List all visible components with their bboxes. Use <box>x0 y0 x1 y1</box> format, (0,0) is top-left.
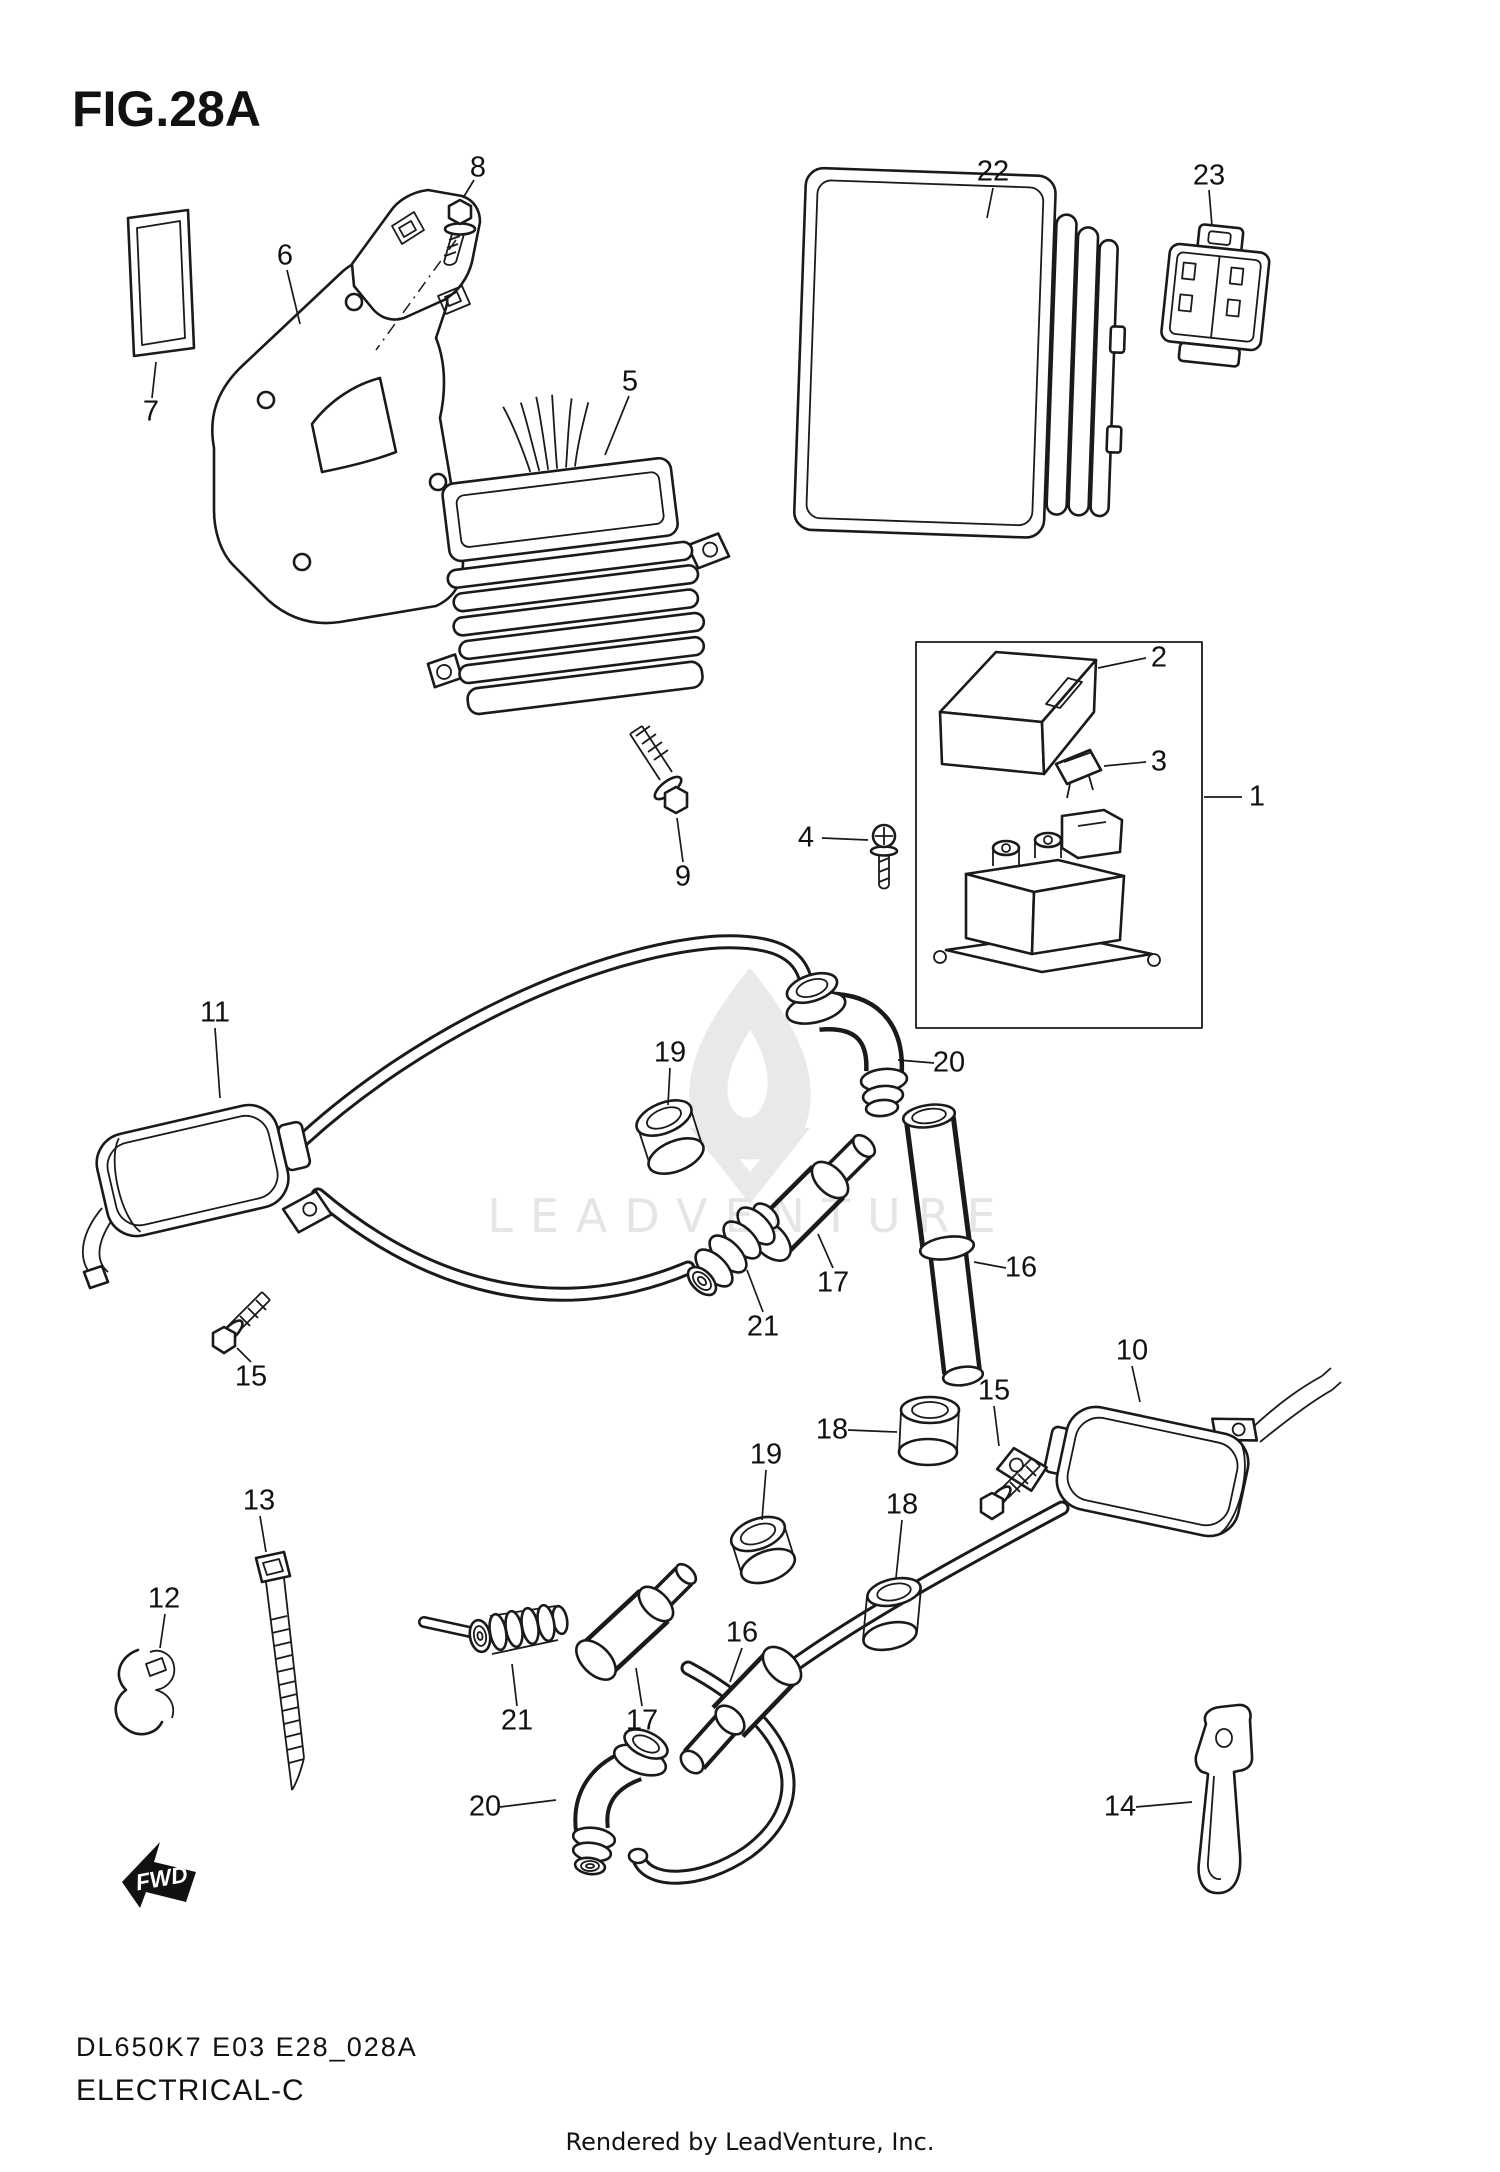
callout-9: 9 <box>674 860 692 893</box>
callout-18a: 18 <box>815 1413 849 1446</box>
part-16b-plug-boot <box>679 1645 803 1775</box>
callout-3: 3 <box>1150 745 1168 778</box>
part-22-ecu <box>792 166 1127 539</box>
part-5-regulator <box>426 394 731 716</box>
leadventure-watermark: LEADVENTURE <box>487 968 1013 1243</box>
callout-20b: 20 <box>468 1790 502 1823</box>
callout-17a: 17 <box>816 1266 850 1299</box>
figure-name: ELECTRICAL-C <box>76 2074 305 2107</box>
callout-20a: 20 <box>932 1046 966 1079</box>
part-7-pad <box>126 208 196 358</box>
callout-2: 2 <box>1150 641 1168 674</box>
part-15a-bolt <box>211 1291 271 1355</box>
callout-4: 4 <box>797 821 815 854</box>
part-1-relay-assembly <box>915 641 1203 1029</box>
render-credit: Rendered by LeadVenture, Inc. <box>565 2128 935 2156</box>
part-20a-elbow-boot <box>785 971 909 1118</box>
callout-14: 14 <box>1103 1790 1137 1823</box>
part-13-cable-tie <box>254 1550 305 1791</box>
callout-23: 23 <box>1192 159 1226 192</box>
part-12-clamp <box>114 1648 176 1736</box>
fwd-arrow: FWD <box>122 1842 196 1908</box>
callout-21a: 21 <box>746 1310 780 1343</box>
part-6-bracket <box>210 188 482 625</box>
part-17b-plug-cap <box>575 1562 698 1681</box>
figure-code: DL650K7 E03 E28_028A <box>76 2032 418 2062</box>
callout-19a: 19 <box>653 1036 687 1069</box>
part-16a-plug-boot <box>901 1103 985 1387</box>
callout-1: 1 <box>1248 780 1266 813</box>
callout-19b: 19 <box>749 1438 783 1471</box>
figure-title: FIG.28A <box>72 81 261 137</box>
callout-8: 8 <box>469 151 487 184</box>
part-11-ignition-coil <box>81 1103 333 1290</box>
part-21b-rubber-boot <box>468 1603 569 1655</box>
watermark-text: LEADVENTURE <box>487 1189 1013 1243</box>
part-9-bolt <box>629 725 689 815</box>
part-18a-seal-ring <box>897 1395 961 1467</box>
callout-15b: 15 <box>977 1374 1011 1407</box>
part-21a-rubber-boot <box>686 1202 780 1297</box>
part-10-ignition-coil <box>995 1367 1342 1538</box>
part-23-connector <box>1160 223 1271 368</box>
part-3-fuse <box>1054 748 1103 799</box>
callout-5: 5 <box>621 365 639 398</box>
part-2-cover <box>938 650 1098 776</box>
callout-7: 7 <box>142 395 160 428</box>
callout-10: 10 <box>1115 1334 1149 1367</box>
callout-16b: 16 <box>725 1616 759 1649</box>
part-20b-elbow-boot <box>571 1728 669 1876</box>
part-8-bolt <box>443 198 477 266</box>
callout-22: 22 <box>976 155 1010 188</box>
relay-block <box>933 808 1161 974</box>
callout-17b: 17 <box>625 1704 659 1737</box>
callout-13: 13 <box>242 1484 276 1517</box>
callout-16a: 16 <box>1004 1251 1038 1284</box>
part-14-band <box>1194 1703 1254 1895</box>
part-18b-seal-ring <box>862 1576 922 1652</box>
callout-6: 6 <box>276 239 294 272</box>
leader-lines <box>151 179 1242 1808</box>
callout-12: 12 <box>147 1582 181 1615</box>
callout-21b: 21 <box>500 1704 534 1737</box>
callout-18b: 18 <box>885 1488 919 1521</box>
callout-11: 11 <box>199 996 231 1029</box>
part-15b-bolt <box>979 1457 1041 1521</box>
callout-15a: 15 <box>234 1360 268 1393</box>
part-19b-seal-ring <box>729 1515 797 1585</box>
part-4-screw <box>869 823 899 890</box>
